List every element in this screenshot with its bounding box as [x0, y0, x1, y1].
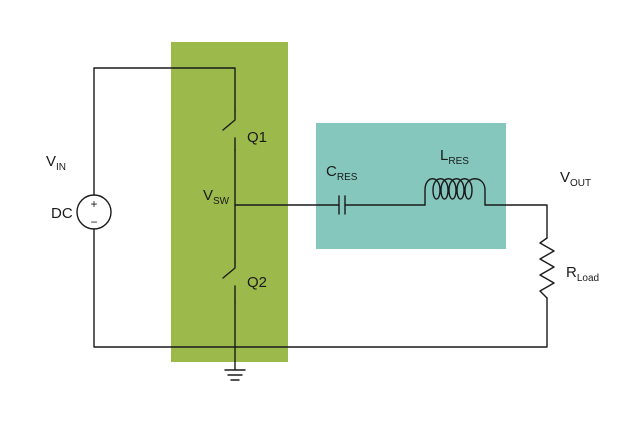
lres-label: LRES — [440, 147, 469, 167]
vin-label-sub: IN — [56, 162, 66, 173]
q2-label: Q2 — [247, 274, 267, 291]
cres-label-sub: RES — [337, 172, 358, 183]
vin-label: VIN — [46, 153, 66, 173]
q2-switch — [222, 261, 236, 303]
vin-label-main: V — [46, 153, 56, 170]
rload-label: RLoad — [566, 264, 599, 284]
lres-to-load-wire — [484, 204, 548, 239]
cres-label-main: C — [326, 163, 337, 180]
dc-source-icon — [76, 194, 112, 230]
top-input-wire — [93, 67, 236, 196]
vout-label: VOUT — [560, 169, 591, 189]
q1-switch — [222, 109, 236, 151]
dc-label: DC — [51, 205, 73, 222]
vout-label-main: V — [560, 169, 570, 186]
cres-label: CRES — [326, 163, 358, 183]
bottom-return-wire — [93, 228, 548, 348]
rload-label-main: R — [566, 264, 577, 281]
lres-label-main: L — [440, 147, 448, 164]
ground-icon — [224, 346, 246, 381]
half-bridge-block — [171, 42, 288, 362]
q1-label: Q1 — [247, 129, 267, 146]
resonant-tank-block — [316, 123, 506, 249]
vsw-label: VSW — [203, 187, 230, 207]
vsw-label-main: V — [203, 187, 213, 204]
vout-label-sub: OUT — [570, 178, 591, 189]
vsw-label-sub: SW — [213, 196, 230, 207]
source-plus-sign: + — [90, 197, 97, 211]
inductor-icon — [424, 178, 486, 206]
resistor-icon — [539, 237, 555, 299]
source-minus-sign: − — [90, 215, 97, 229]
rload-label-sub: Load — [577, 273, 599, 284]
lres-label-sub: RES — [448, 156, 469, 167]
